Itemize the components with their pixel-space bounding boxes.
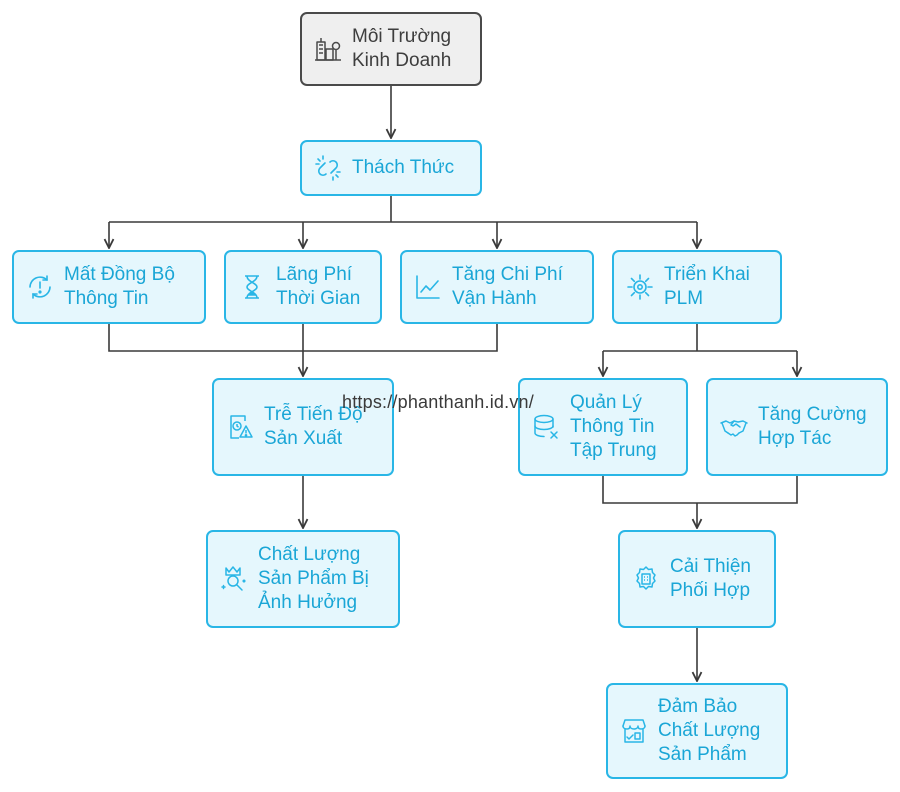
node-label: Trễ Tiến Độ Sản Xuất: [264, 404, 363, 449]
edge-merge-cai-thien: [602, 476, 798, 504]
edge-thach-thuc-bus: [109, 196, 697, 223]
node-label: Triển Khai PLM: [664, 264, 750, 309]
node-tang-chi-phi[interactable]: Tăng Chi Phí Vận Hành: [400, 250, 594, 324]
node-label: Cải Thiện Phối Hợp: [670, 556, 751, 601]
node-mat-dong-bo[interactable]: Mất Đồng Bộ Thông Tin: [12, 250, 206, 324]
sync-alert-icon: [24, 271, 56, 303]
node-moi-truong[interactable]: Môi Trường Kinh Doanh: [300, 12, 482, 86]
edge-trien-khai-bus: [603, 324, 797, 352]
node-label: Thách Thức: [352, 157, 455, 178]
line-chart-icon: [412, 271, 444, 303]
node-label: Mất Đồng Bộ Thông Tin: [64, 264, 175, 309]
database-x-icon: [530, 411, 562, 443]
node-tre-tien-do[interactable]: Trễ Tiến Độ Sản Xuất: [212, 378, 394, 476]
node-label: Môi Trường Kinh Doanh: [352, 26, 452, 71]
node-thach-thuc[interactable]: Thách Thức: [300, 140, 482, 196]
watermark-url: https://phanthanh.id.vn/: [342, 392, 534, 412]
gear-icon: [624, 271, 656, 303]
city-buildings-icon: [312, 33, 344, 65]
cog-building-icon: [630, 563, 662, 595]
node-quan-ly[interactable]: Quản Lý Thông Tin Tập Trung: [518, 378, 688, 476]
hourglass-icon: [236, 271, 268, 303]
node-label: Tăng Chi Phí Vận Hành: [452, 264, 563, 309]
node-cai-thien[interactable]: Cải Thiện Phối Hợp: [618, 530, 776, 628]
node-label: Lãng Phí Thời Gian: [276, 264, 361, 309]
node-tang-cuong[interactable]: Tăng Cường Hợp Tác: [706, 378, 888, 476]
node-label: Chất Lượng Sản Phẩm Bị Ảnh Hưởng: [258, 544, 369, 613]
node-label: Tăng Cường Hợp Tác: [758, 404, 867, 449]
crown-search-icon: [218, 563, 250, 595]
node-lang-phi[interactable]: Lãng Phí Thời Gian: [224, 250, 382, 324]
store-check-icon: [618, 715, 650, 747]
broken-link-icon: [312, 152, 344, 184]
node-label: Quản Lý Thông Tin Tập Trung: [570, 392, 657, 461]
document-clock-warning-icon: [224, 411, 256, 443]
node-chat-luong-bi[interactable]: Chất Lượng Sản Phẩm Bị Ảnh Hưởng: [206, 530, 400, 628]
node-dam-bao[interactable]: Đảm Bảo Chất Lượng Sản Phẩm: [606, 683, 788, 779]
node-trien-khai[interactable]: Triển Khai PLM: [612, 250, 782, 324]
node-label: Đảm Bảo Chất Lượng Sản Phẩm: [658, 696, 761, 765]
handshake-icon: [718, 411, 750, 443]
